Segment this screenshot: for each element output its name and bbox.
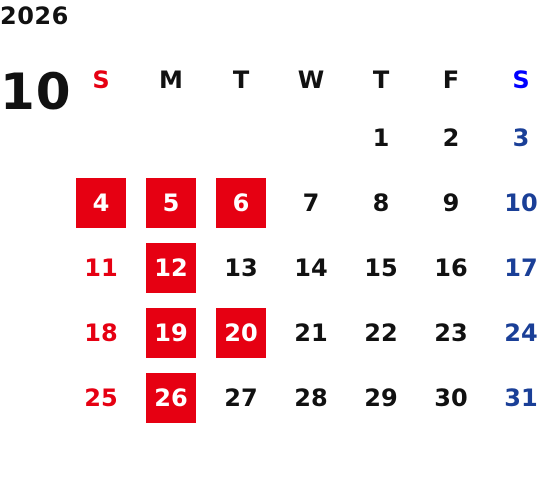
calendar-day[interactable]: 22 xyxy=(364,318,398,347)
calendar-day[interactable]: 16 xyxy=(434,253,468,282)
calendar-cell: 27 xyxy=(206,365,276,430)
calendar-cell xyxy=(206,105,276,170)
calendar-day[interactable]: 24 xyxy=(504,318,538,347)
calendar-cell xyxy=(276,105,346,170)
calendar-day[interactable]: 11 xyxy=(84,253,118,282)
calendar-cell: 18 xyxy=(66,300,136,365)
calendar-cell: 4 xyxy=(66,170,136,235)
calendar-day[interactable]: 8 xyxy=(372,188,390,217)
calendar-day[interactable]: 29 xyxy=(364,383,398,412)
calendar-cell: 1 xyxy=(346,105,416,170)
holiday-day[interactable]: 19 xyxy=(146,307,196,358)
calendar-cell: 6 xyxy=(206,170,276,235)
calendar-cell: 12 xyxy=(136,235,206,300)
holiday-day[interactable]: 6 xyxy=(216,177,266,228)
calendar-day[interactable]: 17 xyxy=(504,253,538,282)
calendar-cell: 9 xyxy=(416,170,486,235)
calendar-cell: 13 xyxy=(206,235,276,300)
calendar-day[interactable]: 14 xyxy=(294,253,328,282)
weekday-header: T xyxy=(232,66,250,94)
calendar-cell: 15 xyxy=(346,235,416,300)
calendar-day[interactable]: 23 xyxy=(434,318,468,347)
month-label: 10 xyxy=(0,63,72,121)
calendar-cell: 7 xyxy=(276,170,346,235)
calendar-cell: 3 xyxy=(486,105,548,170)
holiday-day[interactable]: 4 xyxy=(76,177,126,228)
calendar-cell: 30 xyxy=(416,365,486,430)
holiday-day[interactable]: 20 xyxy=(216,307,266,358)
calendar-cell: 10 xyxy=(486,170,548,235)
calendar-day[interactable]: 7 xyxy=(302,188,320,217)
calendar-cell: 23 xyxy=(416,300,486,365)
weekday-header: F xyxy=(442,66,460,94)
calendar-cell: 21 xyxy=(276,300,346,365)
calendar-cell: 16 xyxy=(416,235,486,300)
calendar-day[interactable]: 9 xyxy=(442,188,460,217)
weekday-header: S xyxy=(92,66,110,94)
calendar-cell: 17 xyxy=(486,235,548,300)
calendar-day[interactable]: 18 xyxy=(84,318,118,347)
calendar-cell: 22 xyxy=(346,300,416,365)
calendar-day[interactable]: 13 xyxy=(224,253,258,282)
holiday-day[interactable]: 5 xyxy=(146,177,196,228)
calendar-cell xyxy=(66,105,136,170)
calendar-cell: 11 xyxy=(66,235,136,300)
calendar-day[interactable]: 1 xyxy=(372,123,390,152)
holiday-day[interactable]: 12 xyxy=(146,242,196,293)
holiday-day[interactable]: 26 xyxy=(146,372,196,423)
calendar-day[interactable]: 21 xyxy=(294,318,328,347)
calendar-cell: 20 xyxy=(206,300,276,365)
calendar-cell: 14 xyxy=(276,235,346,300)
calendar-cell: 19 xyxy=(136,300,206,365)
calendar-day[interactable]: 31 xyxy=(504,383,538,412)
calendar-day[interactable]: 3 xyxy=(512,123,530,152)
year-label: 2026 xyxy=(0,2,69,30)
calendar-cell xyxy=(136,105,206,170)
calendar-day[interactable]: 2 xyxy=(442,123,460,152)
calendar-cell: 29 xyxy=(346,365,416,430)
calendar-cell: 2 xyxy=(416,105,486,170)
calendar-cell: 25 xyxy=(66,365,136,430)
calendar-day[interactable]: 28 xyxy=(294,383,328,412)
weekday-header: T xyxy=(372,66,390,94)
calendar-cell: 28 xyxy=(276,365,346,430)
weekday-header: S xyxy=(512,66,530,94)
calendar-cell: 5 xyxy=(136,170,206,235)
calendar-day[interactable]: 27 xyxy=(224,383,258,412)
calendar-cell: 31 xyxy=(486,365,548,430)
calendar-cell: 26 xyxy=(136,365,206,430)
weekday-header: W xyxy=(297,66,325,94)
calendar-cell: 8 xyxy=(346,170,416,235)
calendar-day[interactable]: 10 xyxy=(504,188,538,217)
calendar-day[interactable]: 30 xyxy=(434,383,468,412)
calendar-day[interactable]: 15 xyxy=(364,253,398,282)
calendar-day[interactable]: 25 xyxy=(84,383,118,412)
weekday-header: M xyxy=(159,66,183,94)
calendar-cell: 24 xyxy=(486,300,548,365)
